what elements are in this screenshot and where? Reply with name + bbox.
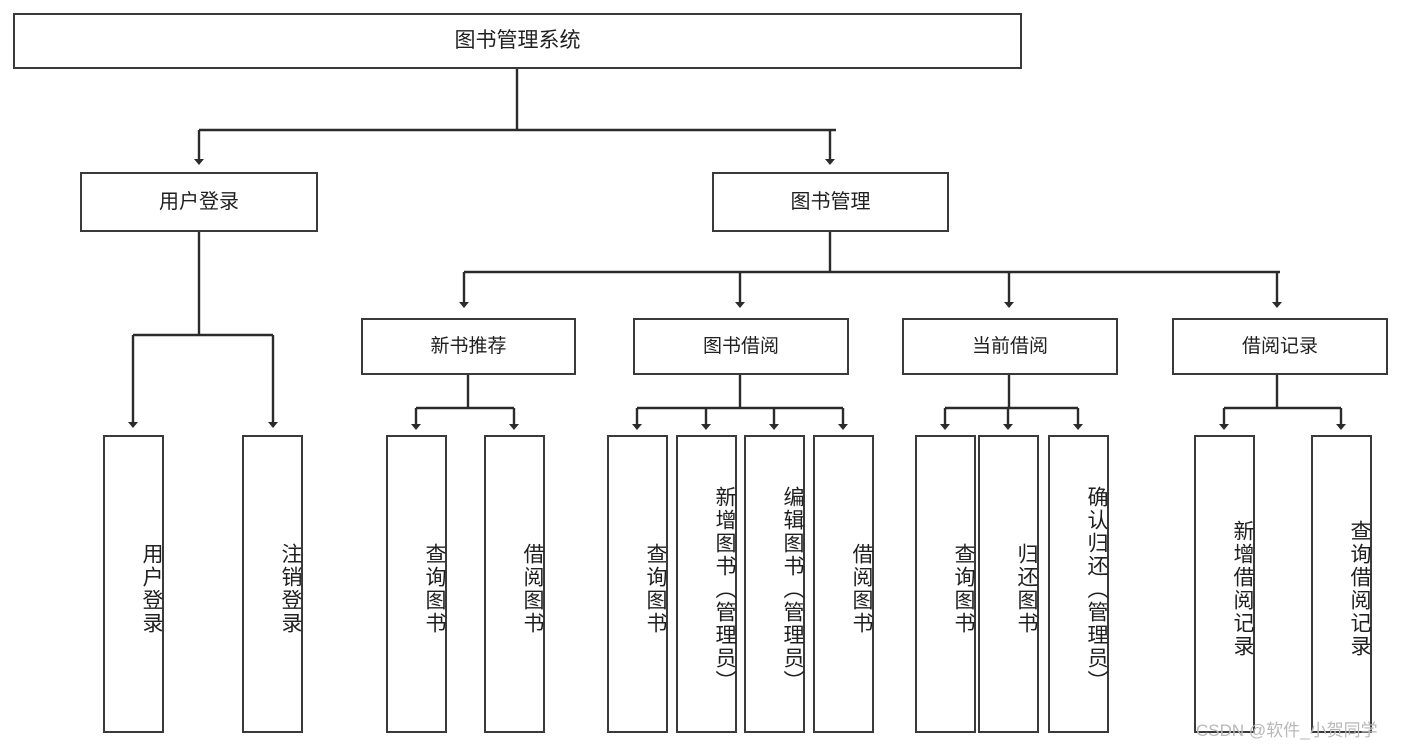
node-book-management[interactable]: 图书管理 — [712, 172, 949, 232]
csdn-watermark: CSDN @软件_小贺同学 — [1196, 721, 1378, 740]
node-label: 查询图书 — [423, 543, 446, 635]
node-user-login[interactable]: 用户登录 — [80, 172, 318, 232]
node-label: 用户登录 — [140, 543, 163, 635]
node-label: 新书推荐 — [430, 335, 507, 357]
node-borrow-record[interactable]: 借阅记录 — [1172, 318, 1388, 375]
leaf-borrow-book-recommend[interactable]: 借阅图书 — [484, 435, 545, 733]
leaf-add-borrow-record[interactable]: 新增借阅记录 — [1194, 435, 1255, 733]
leaf-confirm-return-admin[interactable]: 确认归还（管理员） — [1048, 435, 1109, 733]
leaf-logout[interactable]: 注销登录 — [242, 435, 303, 733]
node-label: 借阅记录 — [1241, 335, 1318, 357]
node-label: 新增图书（管理员） — [713, 485, 736, 693]
node-label: 注销登录 — [279, 543, 302, 635]
leaf-edit-book-admin[interactable]: 编辑图书（管理员） — [744, 435, 805, 733]
leaf-query-book-current[interactable]: 查询图书 — [915, 435, 976, 733]
node-label: 当前借阅 — [971, 335, 1048, 357]
leaf-return-book[interactable]: 归还图书 — [978, 435, 1039, 733]
node-label: 图书借阅 — [702, 335, 779, 357]
node-label: 借阅图书 — [521, 543, 544, 635]
leaf-query-book-recommend[interactable]: 查询图书 — [386, 435, 447, 733]
leaf-borrow-book[interactable]: 借阅图书 — [813, 435, 874, 733]
node-label: 借阅图书 — [850, 543, 873, 635]
node-label: 查询借阅记录 — [1348, 520, 1371, 658]
leaf-add-book-admin[interactable]: 新增图书（管理员） — [676, 435, 737, 733]
node-label: 图书管理 — [790, 190, 871, 213]
node-label: 确认归还（管理员） — [1085, 485, 1108, 693]
node-new-book-recommend[interactable]: 新书推荐 — [361, 318, 576, 375]
node-label: 用户登录 — [159, 190, 239, 213]
node-label: 编辑图书（管理员） — [781, 485, 804, 693]
node-root-book-management-system[interactable]: 图书管理系统 — [13, 13, 1022, 69]
node-current-borrow[interactable]: 当前借阅 — [902, 318, 1118, 375]
leaf-user-login[interactable]: 用户登录 — [103, 435, 164, 733]
node-label: 归还图书 — [1015, 543, 1038, 635]
node-label: 新增借阅记录 — [1231, 520, 1254, 658]
leaf-query-borrow-record[interactable]: 查询借阅记录 — [1311, 435, 1372, 733]
leaf-query-book-borrow[interactable]: 查询图书 — [607, 435, 668, 733]
node-label: 图书管理系统 — [454, 28, 581, 52]
node-label: 查询图书 — [644, 543, 667, 635]
node-book-borrow[interactable]: 图书借阅 — [633, 318, 849, 375]
node-label: 查询图书 — [952, 543, 975, 635]
